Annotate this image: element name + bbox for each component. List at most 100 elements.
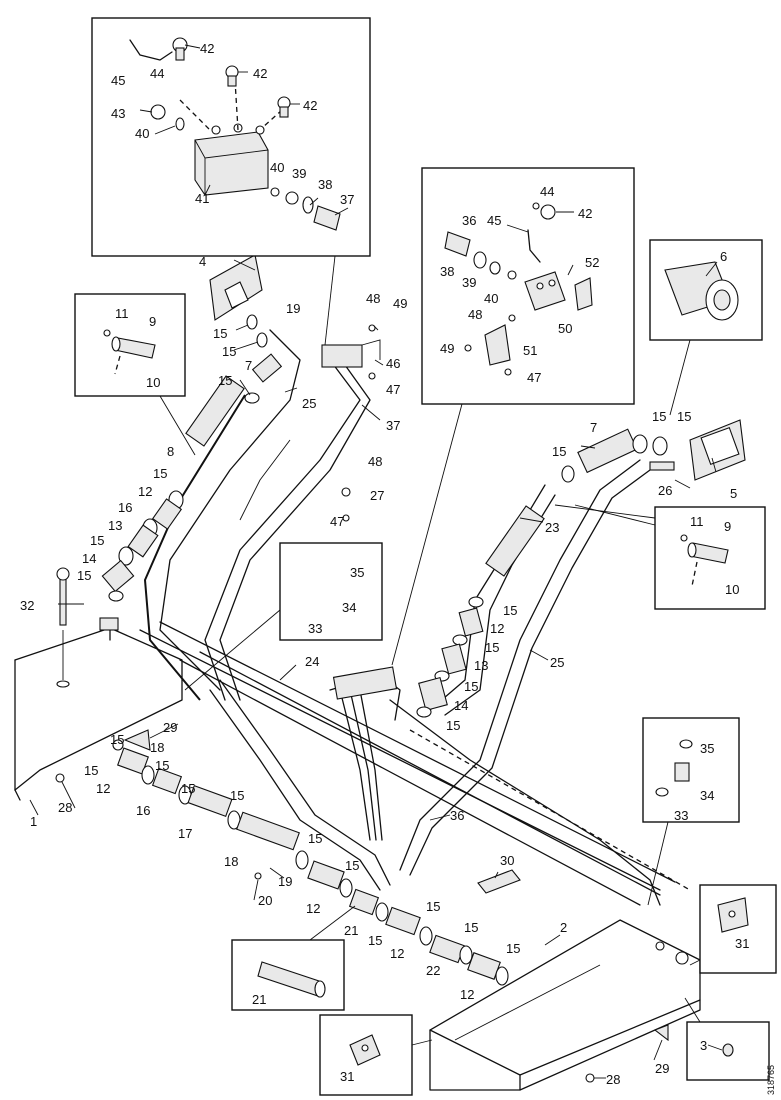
label-4: 4 [199, 254, 206, 269]
label-13-b: 13 [474, 658, 488, 673]
label-15-i: 15 [677, 409, 691, 424]
label-44-center: 44 [540, 184, 554, 199]
label-15-r: 15 [230, 788, 244, 803]
label-19-bottom: 19 [278, 874, 292, 889]
label-12-f: 12 [460, 987, 474, 1002]
label-28-left: 28 [58, 800, 72, 815]
label-7-left: 7 [245, 358, 252, 373]
label-15-f: 15 [77, 568, 91, 583]
label-1: 1 [30, 814, 37, 829]
label-5: 5 [730, 486, 737, 501]
label-42-top-b: 42 [253, 66, 267, 81]
label-11-left: 11 [115, 306, 129, 321]
label-47-b: 47 [330, 514, 344, 529]
label-19-top: 19 [286, 301, 300, 316]
inset-fitting-right [642, 717, 740, 823]
label-15-e: 15 [90, 533, 104, 548]
label-34-b: 34 [700, 788, 714, 803]
label-3: 3 [700, 1038, 707, 1053]
label-27: 27 [370, 488, 384, 503]
label-31-right: 31 [735, 936, 749, 951]
right-fitting-chain [416, 419, 746, 718]
inset-tube-21 [231, 939, 345, 1011]
label-14-a: 14 [82, 551, 96, 566]
inset-clamp-left [74, 293, 186, 397]
label-36-center: 36 [462, 213, 476, 228]
upper-left-fitting-chain [56, 375, 245, 688]
leader-inset-fitting-right [647, 821, 669, 906]
lower-fitting-chain [55, 739, 509, 986]
label-50: 50 [558, 321, 572, 336]
label-10-right: 10 [725, 582, 739, 597]
label-15-o: 15 [84, 763, 98, 778]
leader-inset-3 [684, 997, 701, 1023]
label-15-k: 15 [485, 640, 499, 655]
label-12-b: 12 [490, 621, 504, 636]
label-47-center: 47 [527, 370, 541, 385]
label-21-main: 21 [344, 923, 358, 938]
label-16-a: 16 [118, 500, 132, 515]
leader-inset-right-a [554, 504, 656, 519]
label-39-center: 39 [462, 275, 476, 290]
label-2: 2 [560, 920, 567, 935]
label-15-a: 15 [213, 326, 227, 341]
label-15-m: 15 [446, 718, 460, 733]
inset-valve-block-41 [91, 17, 371, 257]
inset-part-3 [686, 1021, 770, 1081]
label-37-main: 37 [386, 418, 400, 433]
label-26: 26 [658, 483, 672, 498]
label-15-l: 15 [464, 679, 478, 694]
label-18-b: 18 [224, 854, 238, 869]
label-31-lower: 31 [340, 1069, 354, 1084]
label-29-left: 29 [163, 720, 177, 735]
label-48-center: 48 [468, 307, 482, 322]
label-17: 17 [178, 826, 192, 841]
label-38-top: 38 [318, 177, 332, 192]
label-7-right: 7 [590, 420, 597, 435]
label-39-top: 39 [292, 166, 306, 181]
label-9-right: 9 [724, 519, 731, 534]
label-15-g: 15 [552, 444, 566, 459]
label-35-b: 35 [700, 741, 714, 756]
label-44-top: 44 [150, 66, 164, 81]
label-22: 22 [426, 963, 440, 978]
label-42-center: 42 [578, 206, 592, 221]
leader-inset-fitting-left [184, 609, 281, 691]
inset-fitting-left [279, 542, 383, 641]
inset-clamp-right [654, 506, 766, 610]
label-40-top-a: 40 [135, 126, 149, 141]
label-43: 43 [111, 106, 125, 121]
leader-inset-6 [669, 339, 691, 416]
leader-inset-50 [391, 403, 463, 666]
label-15-n: 15 [110, 732, 124, 747]
label-9-left: 9 [149, 314, 156, 329]
label-15-s: 15 [308, 831, 322, 846]
label-25-right: 25 [550, 655, 564, 670]
label-15-h: 15 [652, 409, 666, 424]
leader-inset-left [159, 395, 196, 456]
label-52: 52 [585, 255, 599, 270]
label-18-a: 18 [150, 740, 164, 755]
label-41: 41 [195, 191, 209, 206]
label-14-b: 14 [454, 698, 468, 713]
label-48-b: 48 [368, 454, 382, 469]
label-49-center: 49 [440, 341, 454, 356]
label-37-top: 37 [340, 192, 354, 207]
label-42-top-c: 42 [303, 98, 317, 113]
label-12-d: 12 [306, 901, 320, 916]
label-33-a: 33 [308, 621, 322, 636]
label-11-right: 11 [690, 514, 704, 529]
label-24: 24 [305, 654, 319, 669]
main-frame [14, 621, 701, 1091]
label-15-q: 15 [181, 781, 195, 796]
leader-inset-41 [324, 255, 336, 346]
label-45-top: 45 [111, 73, 125, 88]
label-15-d: 15 [153, 466, 167, 481]
label-6: 6 [720, 249, 727, 264]
drawing-code: 318765 [766, 1065, 776, 1095]
label-38-center: 38 [440, 264, 454, 279]
label-12-a: 12 [138, 484, 152, 499]
label-12-c: 12 [96, 781, 110, 796]
label-15-t: 15 [345, 858, 359, 873]
